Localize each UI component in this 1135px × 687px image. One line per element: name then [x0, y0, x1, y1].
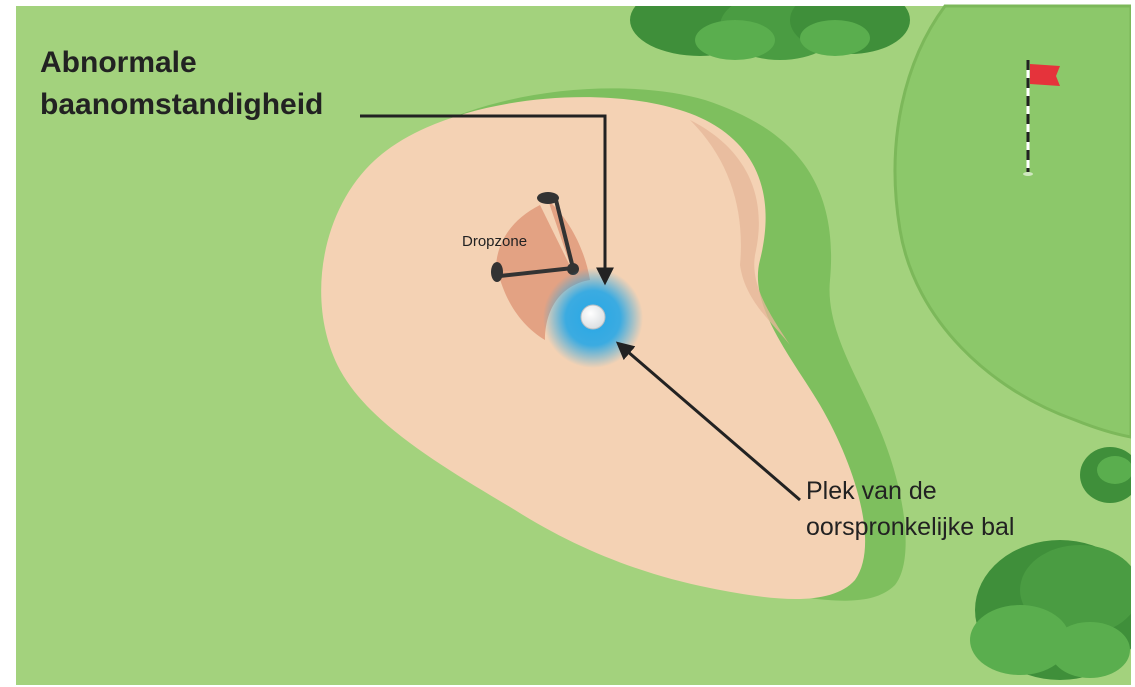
abnormal-label-line1: Abnormale	[40, 46, 197, 79]
golf-ball-icon	[581, 305, 605, 329]
dropzone-label: Dropzone	[462, 233, 527, 250]
ball-label-line2: oorspronkelijke bal	[806, 513, 1014, 541]
abnormal-label-line2: baanomstandigheid	[40, 88, 323, 121]
ball-label-line1: Plek van de	[806, 477, 937, 505]
